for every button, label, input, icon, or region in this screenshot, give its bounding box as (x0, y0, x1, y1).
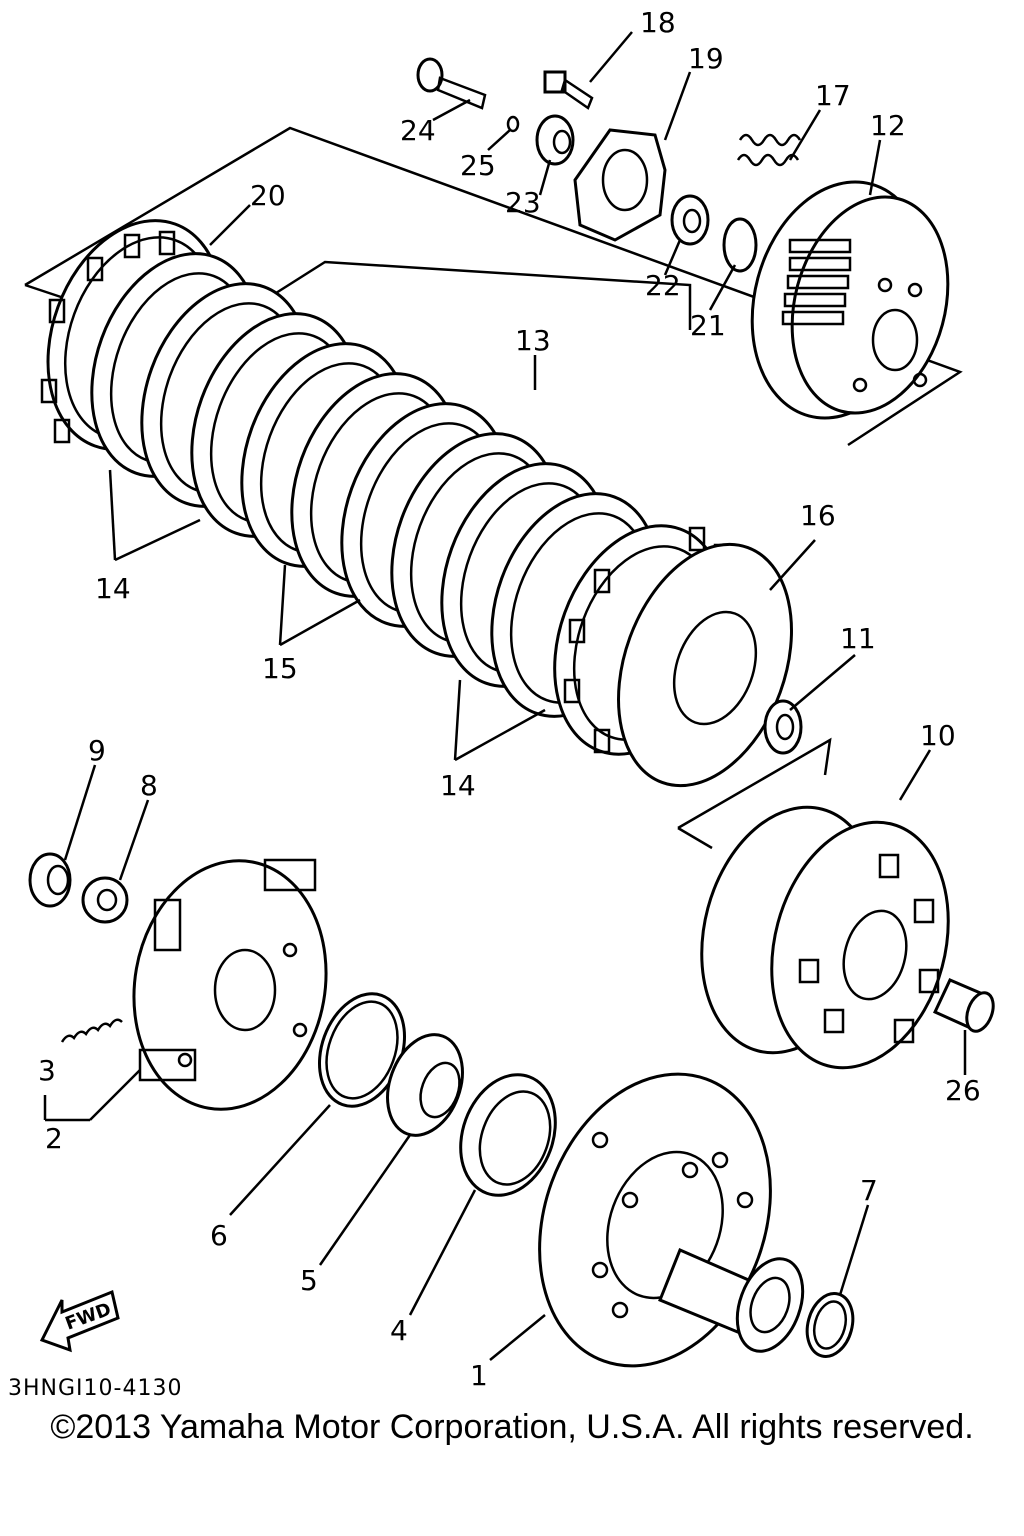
part-1-clutch-carrier (538, 1072, 805, 1368)
part-2-centrifugal-clutch (132, 858, 328, 1111)
copyright-notice: ©2013 Yamaha Motor Corporation, U.S.A. A… (50, 1408, 974, 1446)
callout-23: 23 (505, 186, 541, 219)
clutch-plate-stack (90, 252, 731, 756)
callout-6: 6 (210, 1219, 228, 1252)
leader-lines (43, 31, 967, 1361)
part-26-collar (932, 978, 995, 1033)
part-22-nut (670, 194, 710, 246)
group-bracket-upper (24, 126, 963, 447)
callout-19: 19 (688, 42, 724, 75)
callout-18: 18 (640, 6, 676, 39)
part-11-lock-washer (763, 699, 803, 755)
callout-21: 21 (690, 309, 726, 342)
exploded-parts-diagram: FWD 1 2 3 (24, 6, 995, 1392)
diagram-code: 3HNGI10-4130 (8, 1376, 183, 1401)
callout-5: 5 (300, 1264, 318, 1297)
callout-22: 22 (645, 269, 681, 302)
callout-4: 4 (390, 1314, 408, 1347)
callout-25: 25 (460, 149, 496, 182)
callout-9: 9 (88, 734, 106, 767)
part-19-pressure-plate-small (573, 128, 667, 242)
callout-8: 8 (140, 769, 158, 802)
part-23-bearing (535, 114, 575, 166)
part-24-bolt (416, 57, 487, 110)
callout-20: 20 (250, 179, 286, 212)
part-17-spring (736, 133, 802, 167)
callout-16: 16 (800, 499, 836, 532)
callout-13: 13 (515, 324, 551, 357)
part-18-bolt (543, 70, 594, 110)
callout-14b: 14 (440, 769, 476, 802)
callout-24: 24 (400, 114, 436, 147)
callout-17: 17 (815, 79, 851, 112)
group-bracket-10 (677, 737, 832, 830)
part-25-oring (506, 115, 520, 133)
callout-3: 3 (38, 1054, 56, 1087)
fwd-arrow-icon: FWD (39, 1289, 120, 1353)
callout-11: 11 (840, 622, 876, 655)
group-bracket-10-tick (677, 826, 713, 850)
part-10-clutch-housing (700, 805, 950, 1070)
part-3-spring (60, 1018, 123, 1043)
part-8-lock-washer (81, 876, 129, 924)
callout-15: 15 (262, 652, 298, 685)
group-bracket-13 (264, 260, 692, 330)
callout-12: 12 (870, 109, 906, 142)
part-5-bearing (386, 1033, 464, 1137)
callout-2: 2 (45, 1122, 63, 1155)
callout-labels: 1 2 3 4 5 6 7 8 9 10 11 12 13 14 14 15 1… (38, 6, 981, 1392)
callout-26: 26 (945, 1074, 981, 1107)
part-16-pressure-plate (617, 542, 793, 788)
callout-7: 7 (860, 1174, 878, 1207)
callout-14a: 14 (95, 572, 131, 605)
part-4-one-way-clutch (459, 1073, 557, 1197)
part-9-nut (28, 852, 72, 908)
part-12-clutch-boss (750, 180, 950, 420)
part-7-washer (805, 1292, 855, 1358)
callout-10: 10 (920, 719, 956, 752)
part-21-washer (722, 217, 758, 273)
callout-1: 1 (470, 1359, 488, 1392)
